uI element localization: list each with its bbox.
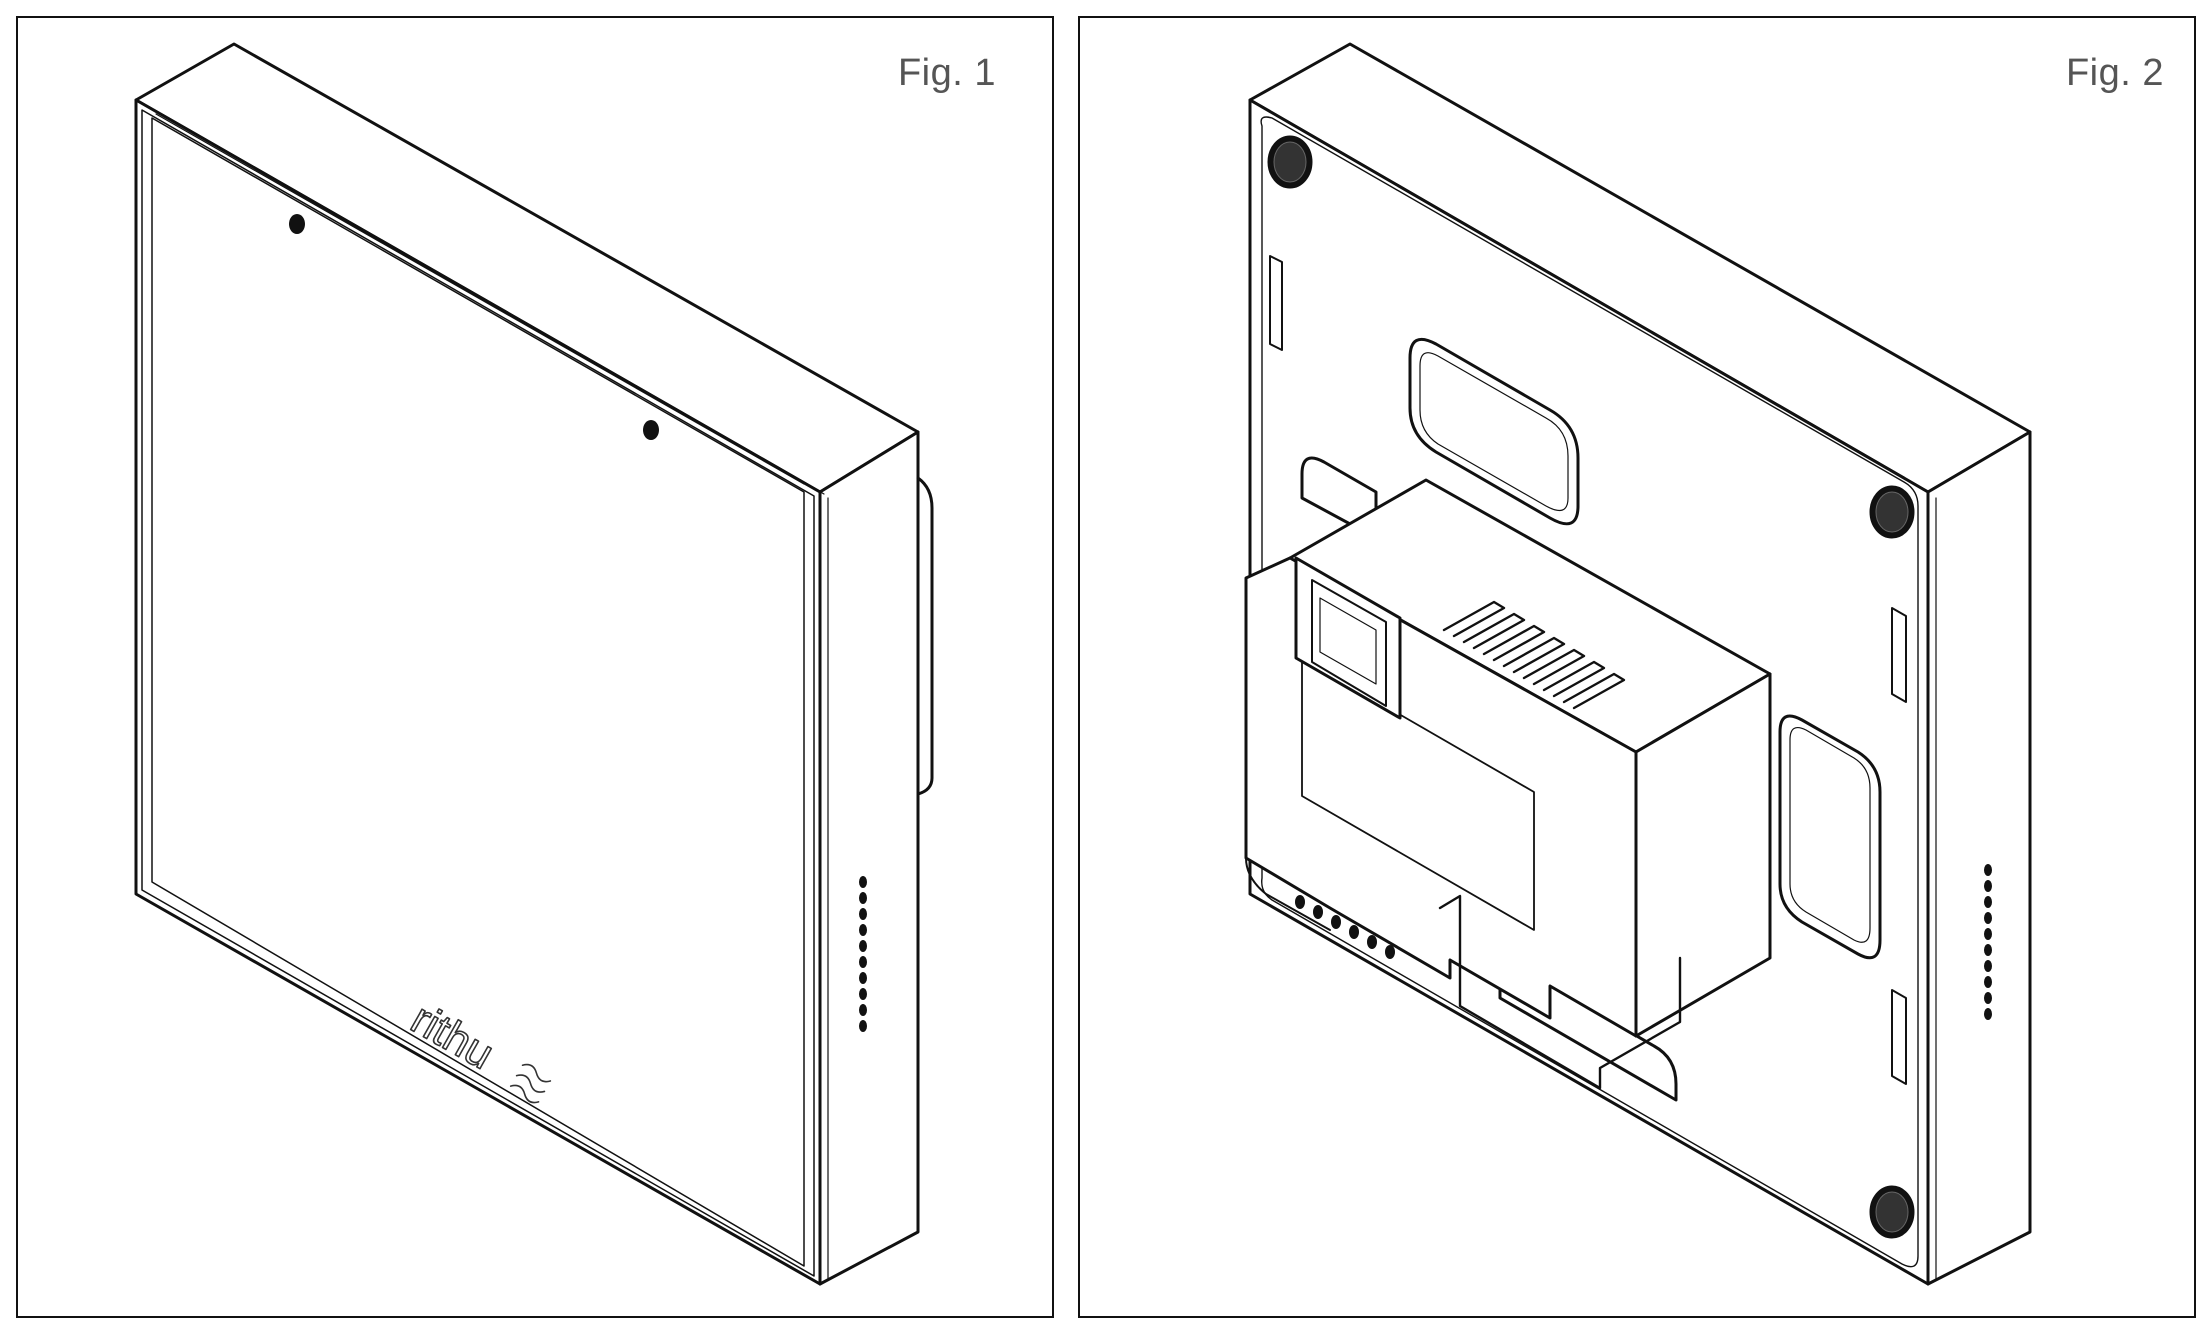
terminal-module-housing: [1244, 478, 1772, 1090]
back-side-face: [1926, 430, 2032, 1286]
clip-slot-left: [1269, 255, 1283, 351]
front-hole-right: [643, 420, 659, 440]
module-cooling-fins: [1442, 600, 1626, 710]
device-side-face: [818, 430, 920, 1286]
mount-cutout-top: [1408, 337, 1580, 526]
front-bezel-line: [141, 109, 815, 1277]
figure-2-label: Fig. 2: [2065, 52, 2164, 94]
mount-cutout-right: [1778, 714, 1882, 960]
module-bottom-bracket: [1438, 894, 1682, 1090]
front-top-ridge: [155, 113, 805, 485]
device-back-drawing: [1244, 42, 2032, 1286]
device-front-drawing: rithu: [134, 42, 934, 1286]
terminal-screw-row: [1295, 895, 1395, 959]
corner-screw-holes: [1267, 135, 1915, 1239]
side-vent-slots: [859, 876, 867, 1032]
clip-slot-right-lower: [1891, 989, 1907, 1085]
top-edge-line: [141, 103, 825, 495]
front-hole-left: [289, 214, 305, 234]
figure-1-panel: Fig. 1: [16, 16, 1054, 1318]
back-side-vent-slots: [1984, 864, 1992, 1020]
figure-2-panel: Fig. 2: [1078, 16, 2196, 1318]
figure-1-label: Fig. 1: [897, 52, 996, 94]
module-chamfer-left: [1245, 857, 1331, 931]
module-label-area: [1301, 657, 1535, 931]
side-connector-bump: [916, 476, 934, 796]
clip-slot-right-upper: [1891, 607, 1907, 703]
front-glass-edge: [151, 117, 805, 1267]
logo-wave-icon: [509, 1063, 552, 1104]
rj45-port-icon: [1294, 556, 1402, 720]
